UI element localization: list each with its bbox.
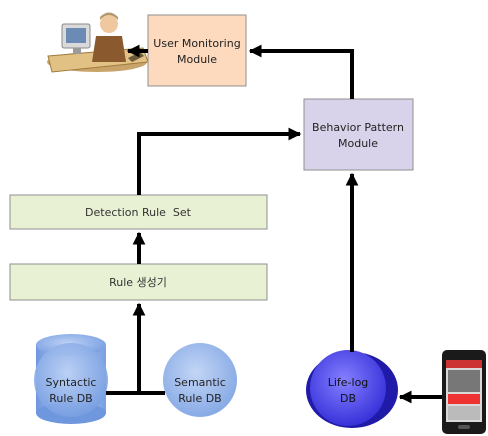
life-log-db-cylinder: [306, 350, 398, 428]
arrow-detection-rule-set-to-behavior-pattern: [137, 127, 302, 195]
behavior-pattern-module-box: [303, 98, 414, 171]
syntactic-rule-db-cylinder: [34, 334, 108, 424]
life-log-db-label-line2: DB: [340, 392, 356, 405]
smartphone-icon: [442, 350, 486, 434]
semantic-rule-db-cylinder: [163, 343, 237, 417]
syntactic-rule-db-label-line2: Rule DB: [49, 392, 92, 405]
connector-arrows: [106, 44, 442, 404]
arrow-db-to-rule-generator: [106, 304, 165, 395]
life-log-db-label-line1: Life-log: [328, 376, 369, 389]
user-monitoring-module-label-line2: Module: [177, 53, 217, 66]
semantic-rule-db-label-line2: Rule DB: [178, 392, 221, 405]
detection-rule-set-box: [9, 194, 268, 230]
user-monitoring-module-label-line1: User Monitoring: [153, 37, 240, 50]
rule-generator-label: Rule 생성기: [109, 276, 167, 289]
syntactic-rule-db-label-line1: Syntactic: [46, 376, 97, 389]
user-monitoring-module-box: [147, 14, 247, 87]
detection-rule-set-label: Detection Rule Set: [85, 206, 192, 219]
behavior-pattern-module-label-line2: Module: [338, 137, 378, 150]
arrow-behavior-pattern-to-user-monitoring: [248, 44, 354, 99]
semantic-rule-db-label-line1: Semantic: [174, 376, 226, 389]
behavior-pattern-module-label-line1: Behavior Pattern: [312, 121, 404, 134]
user-at-computer-icon: [47, 12, 149, 73]
